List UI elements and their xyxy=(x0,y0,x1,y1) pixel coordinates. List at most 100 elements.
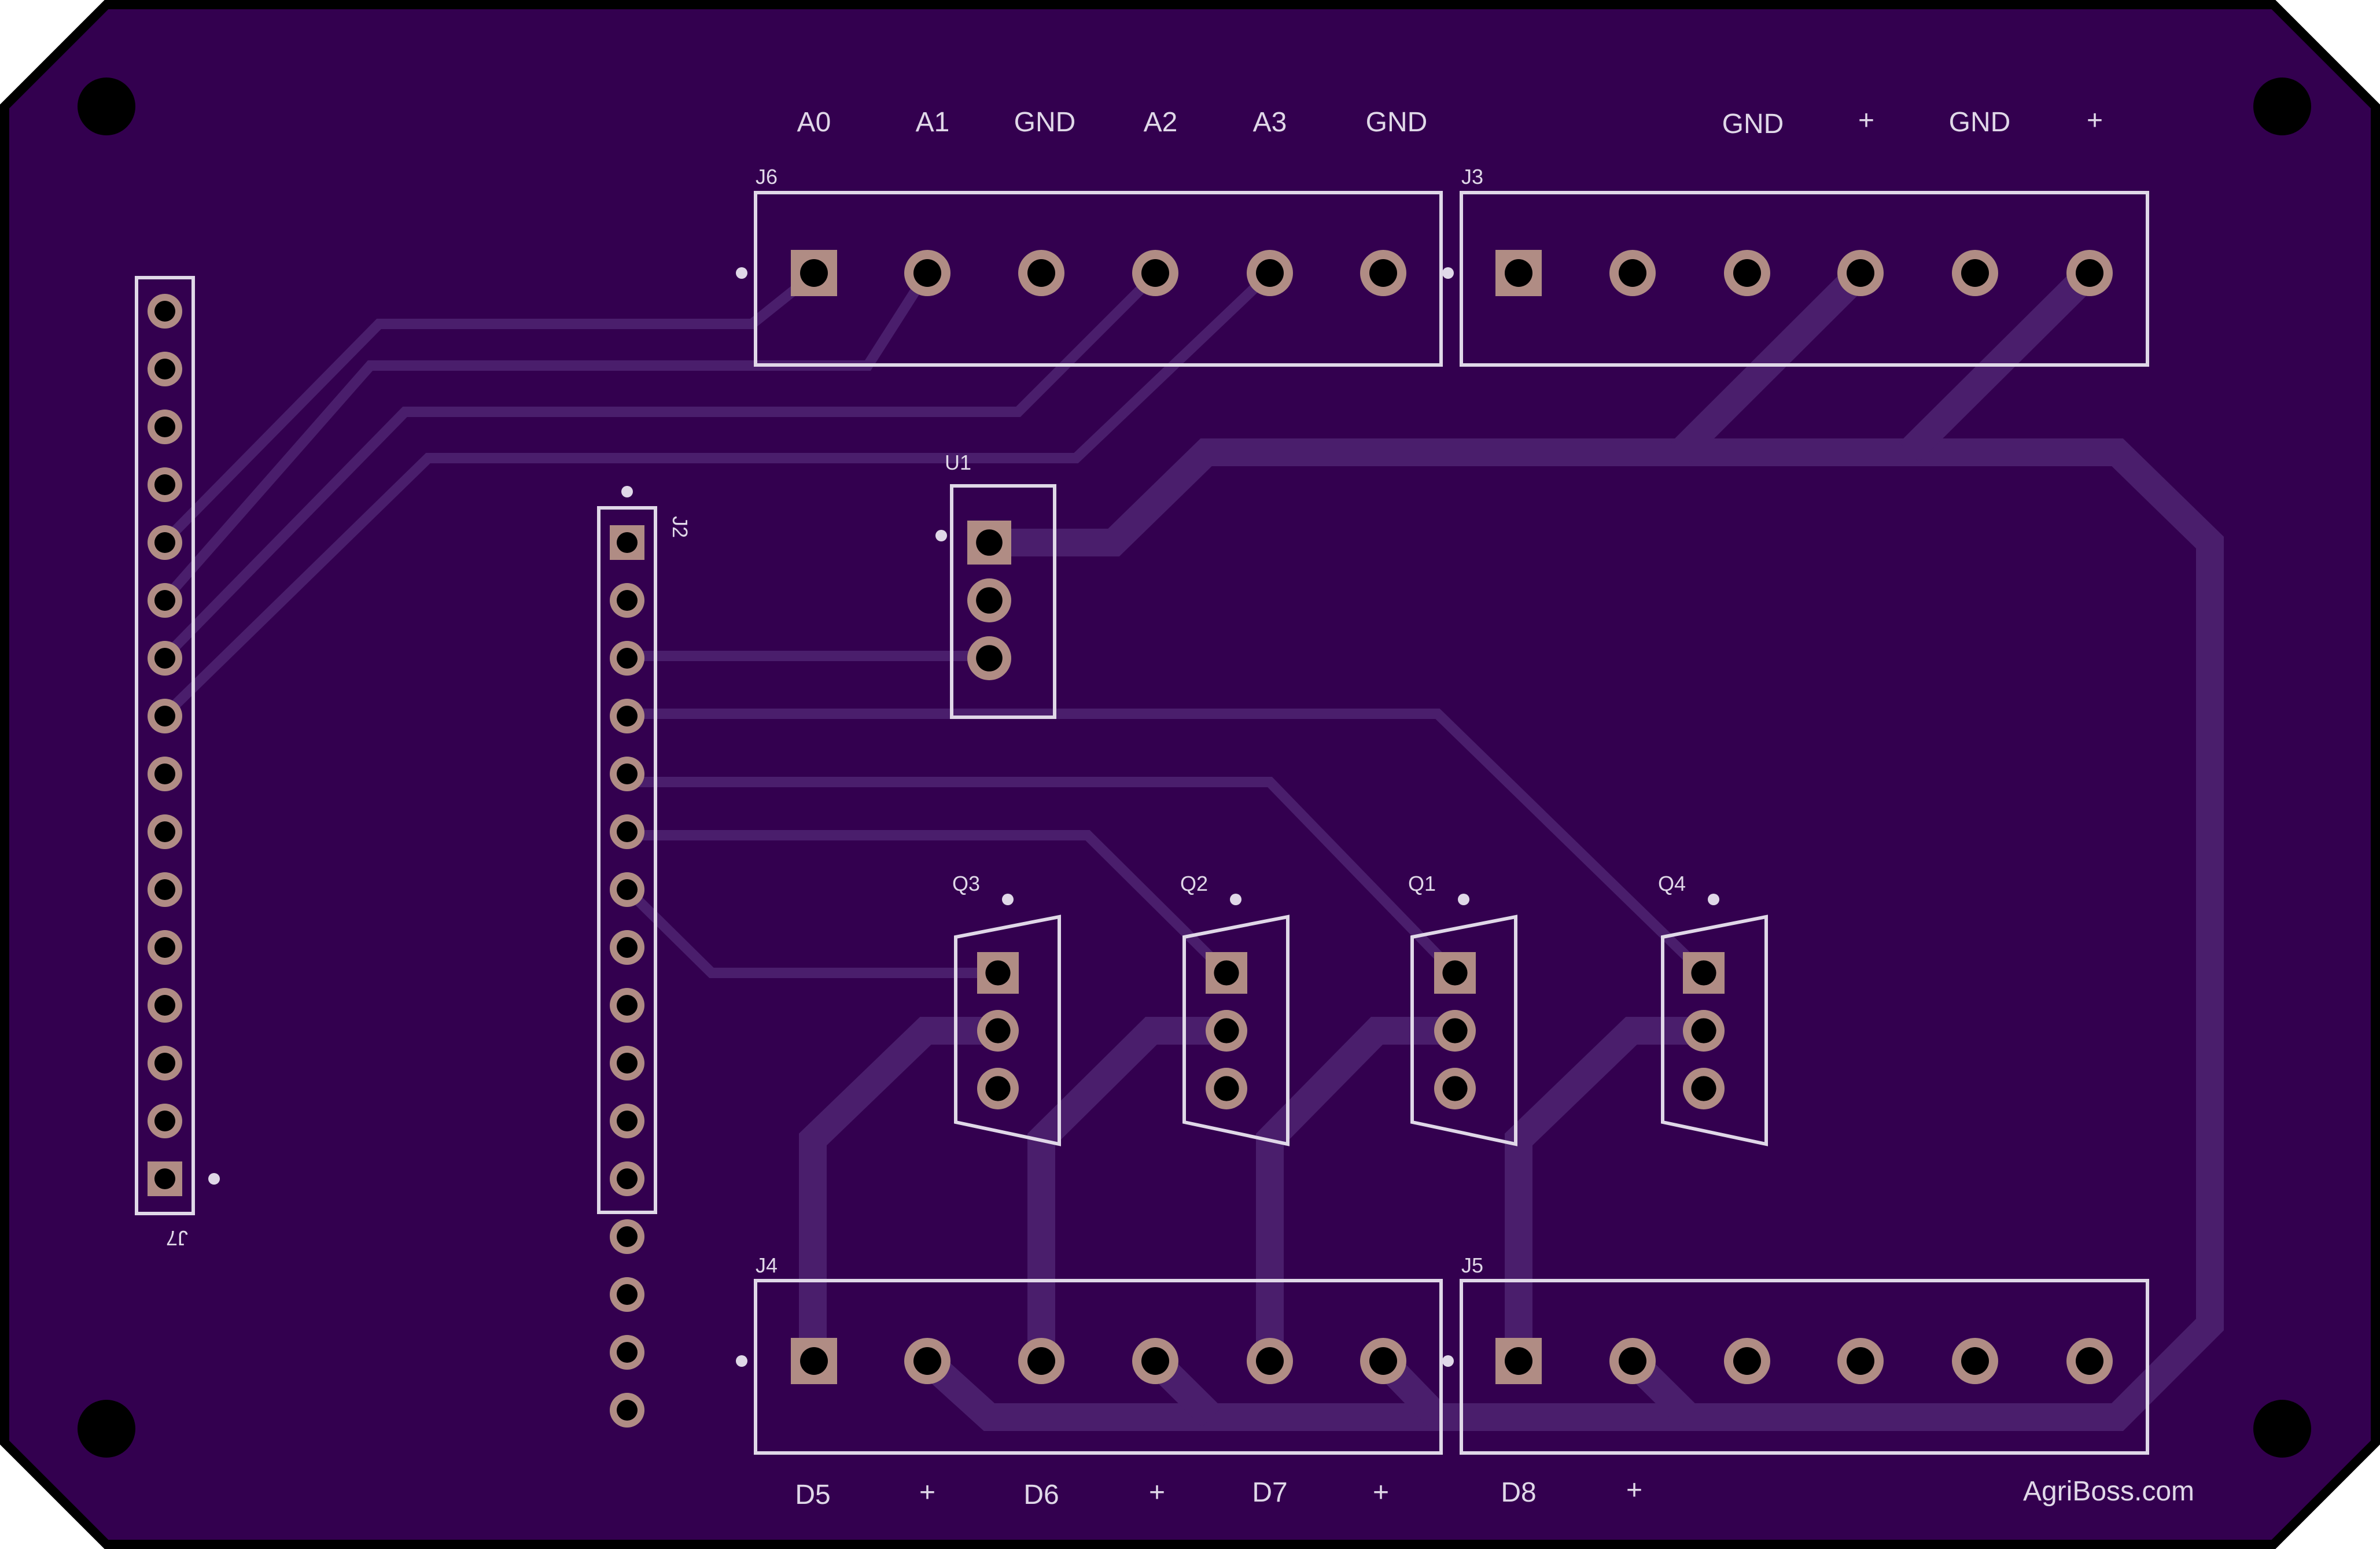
j5-pad-4-drill xyxy=(1847,1347,1874,1375)
j4-outline xyxy=(754,1279,1443,1455)
j2-pad-6-drill xyxy=(617,821,638,842)
u1-pad-2-drill xyxy=(976,587,1003,614)
j7-pad-15-drill xyxy=(154,359,175,379)
u1-outline xyxy=(950,484,1056,719)
trace-j3-bus-1 xyxy=(1671,263,1870,462)
trace-j3-bus-2 xyxy=(1899,263,2099,463)
j2-pad-9-drill xyxy=(617,995,638,1016)
mounting-hole-top-right xyxy=(2253,78,2311,135)
j2-pad-2-drill xyxy=(617,590,638,611)
j7-pad-13-drill xyxy=(154,474,175,495)
j4-pad-6-drill xyxy=(1369,1347,1397,1375)
j3-pad-1-drill xyxy=(1505,259,1532,287)
label-d6: D6 xyxy=(1023,1480,1059,1510)
j3-pad-4-drill xyxy=(1847,259,1874,287)
j4-pad-3-drill xyxy=(1027,1347,1055,1375)
j3-pad-3-drill xyxy=(1733,259,1761,287)
pads xyxy=(148,250,2113,1428)
j6-pad-3-drill xyxy=(1027,259,1055,287)
j6-pad-1-drill xyxy=(800,259,828,287)
trace-q3-d5 xyxy=(799,1017,998,1361)
j7-pad-11-drill xyxy=(154,590,175,611)
q4-outline xyxy=(1661,914,1768,1146)
j5-pad-3-drill xyxy=(1733,1347,1761,1375)
j7-pad-3-drill xyxy=(154,1053,175,1074)
mounting-holes xyxy=(78,78,2311,1458)
q3-pin1-dot xyxy=(1002,894,1014,905)
j7-pad-7-drill xyxy=(154,821,175,842)
q4-pad-2-drill xyxy=(1691,1018,1716,1043)
j6-pin1-dot xyxy=(736,267,747,279)
q2-pad-3-drill xyxy=(1214,1076,1239,1101)
trace-j7-a1 xyxy=(161,270,931,603)
j6-outline xyxy=(754,191,1443,367)
label-plus-d6: + xyxy=(1149,1477,1165,1508)
j5-pad-2-drill xyxy=(1619,1347,1646,1375)
mounting-hole-bottom-right xyxy=(2253,1400,2311,1458)
j2-pad-5-drill xyxy=(617,764,638,784)
j4-pad-5-drill xyxy=(1256,1347,1284,1375)
q2-pad-1-drill xyxy=(1214,960,1239,986)
refdes-q4: Q4 xyxy=(1658,872,1686,895)
mounting-hole-top-left xyxy=(78,78,135,135)
j5-pad-6-drill xyxy=(2076,1347,2103,1375)
j4-pin1-dot xyxy=(736,1355,747,1367)
j7-pad-16-drill xyxy=(154,301,175,322)
q2-pad-2-drill xyxy=(1214,1018,1239,1043)
pin1-markers xyxy=(208,267,1719,1367)
brand-label: AgriBoss.com xyxy=(2023,1476,2194,1507)
j2-pad-1-drill xyxy=(617,532,638,553)
j2-pad-8-drill xyxy=(617,937,638,958)
q3-pad-1-drill xyxy=(985,960,1011,986)
j2-pad-12-drill xyxy=(617,1168,638,1189)
j7-pad-8-drill xyxy=(154,764,175,784)
label-a2: A2 xyxy=(1144,107,1178,138)
j4-pad-2-drill xyxy=(913,1347,941,1375)
j7-pad-4-drill xyxy=(154,995,175,1016)
j3-pad-5-drill xyxy=(1961,259,1989,287)
j3-pad-2-drill xyxy=(1619,259,1646,287)
j7-pin1-dot xyxy=(208,1173,220,1185)
trace-q1-d7 xyxy=(1256,1017,1455,1361)
trace-q2-d6 xyxy=(1027,1017,1226,1361)
refdes-j6: J6 xyxy=(756,165,778,189)
j3-pin1-dot xyxy=(1442,267,1454,279)
j7-pad-12-drill xyxy=(154,532,175,553)
j7-pad-6-drill xyxy=(154,879,175,900)
refdes-j4: J4 xyxy=(756,1253,778,1277)
q3-pad-2-drill xyxy=(985,1018,1011,1043)
q1-pad-3-drill xyxy=(1442,1076,1468,1101)
q3-pad-3-drill xyxy=(985,1076,1011,1101)
label-power-gnd-2: GND xyxy=(1949,107,2011,138)
trace-j2-q2 xyxy=(627,830,1230,977)
silkscreen-outlines xyxy=(135,191,2149,1455)
refdes-j5: J5 xyxy=(1461,1253,1483,1277)
j2-pin1-dot xyxy=(621,486,633,497)
j5-pin1-dot xyxy=(1442,1355,1454,1367)
label-gnd-2: GND xyxy=(1366,107,1428,138)
j6-pad-5-drill xyxy=(1256,259,1284,287)
j6-pad-6-drill xyxy=(1369,259,1397,287)
q1-pad-1-drill xyxy=(1442,960,1468,986)
label-d5: D5 xyxy=(795,1480,830,1510)
u1-pad-3-drill xyxy=(976,645,1003,672)
j5-pad-5-drill xyxy=(1961,1347,1989,1375)
u1-pad-1-drill xyxy=(976,529,1003,556)
label-a0: A0 xyxy=(797,107,831,138)
label-power-gnd-1: GND xyxy=(1722,109,1784,139)
j7-pad-14-drill xyxy=(154,416,175,437)
refdes-j3: J3 xyxy=(1461,165,1483,189)
label-plus-d8: + xyxy=(1626,1475,1642,1506)
q2-outline xyxy=(1182,914,1290,1146)
refdes-u1: U1 xyxy=(945,451,971,474)
traces xyxy=(161,263,2224,1431)
label-a1: A1 xyxy=(916,107,950,138)
u1-pin1-dot xyxy=(935,530,947,541)
j3-pad-6-drill xyxy=(2076,259,2103,287)
mounting-hole-bottom-left xyxy=(78,1400,135,1458)
j3-outline xyxy=(1460,191,2149,367)
j6-pad-4-drill xyxy=(1141,259,1169,287)
j2-pad-16-drill xyxy=(617,1400,638,1421)
